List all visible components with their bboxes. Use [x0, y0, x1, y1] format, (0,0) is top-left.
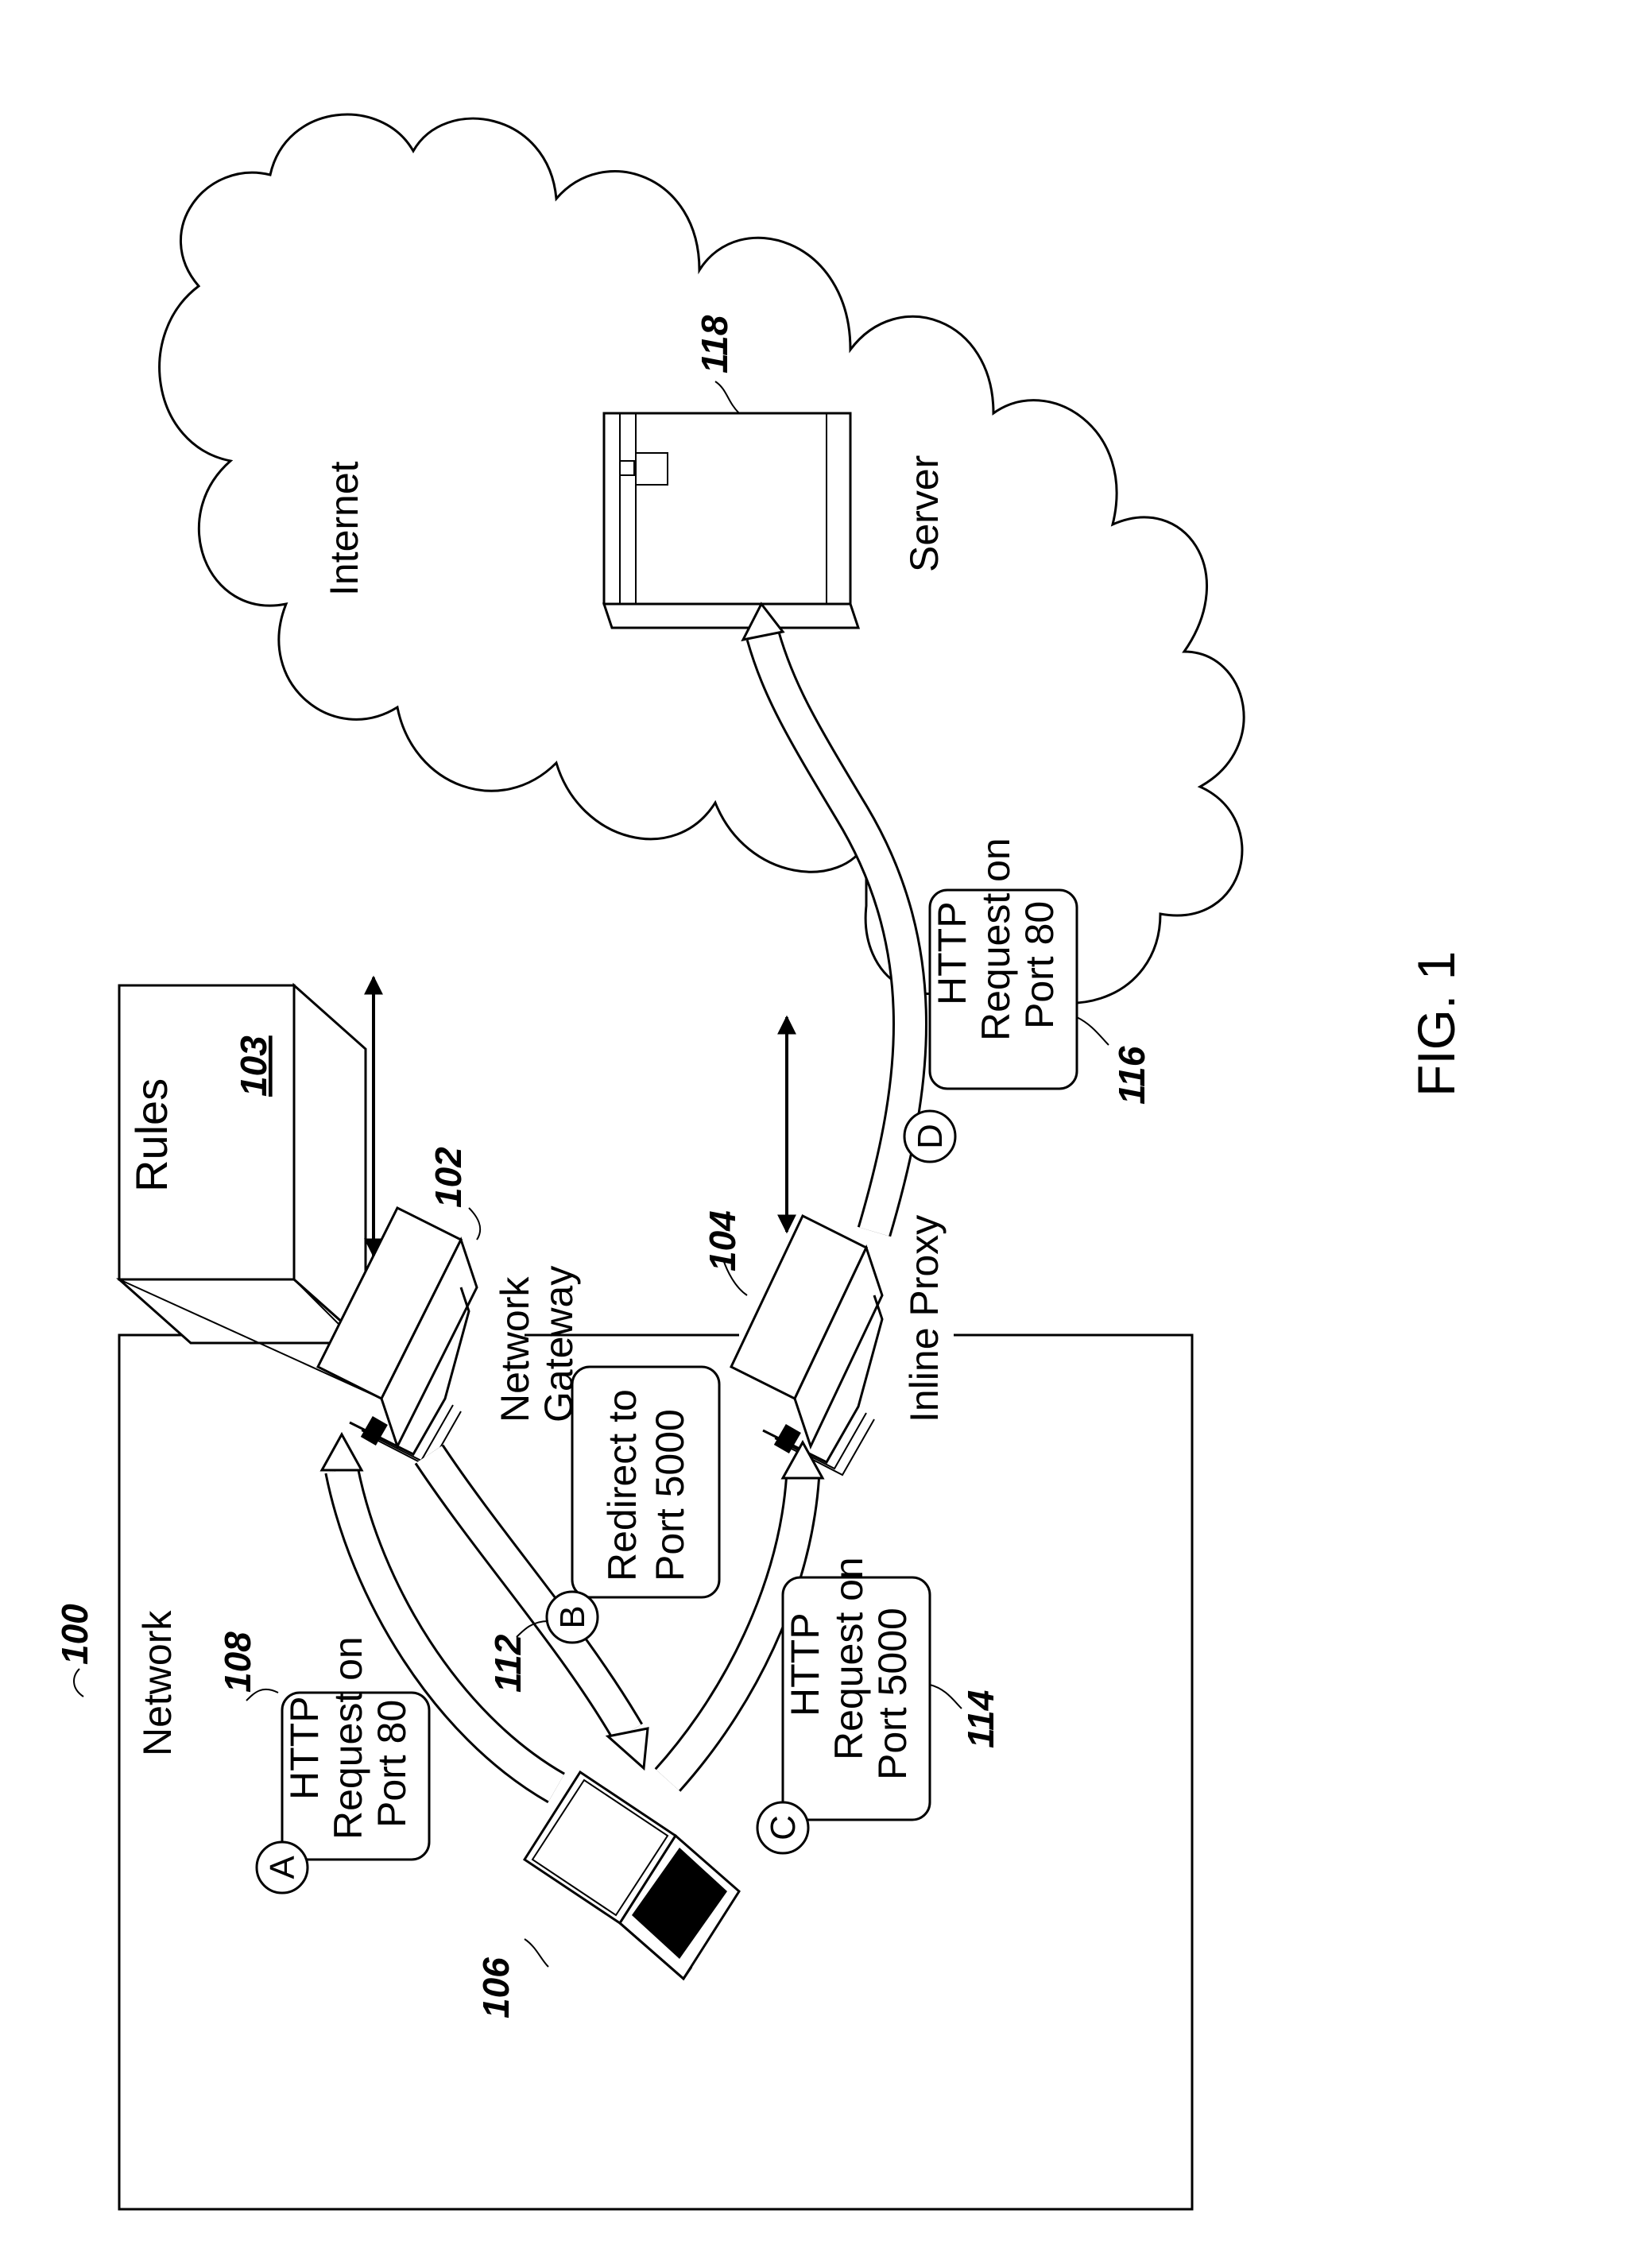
- client-ref: 106: [475, 1957, 517, 2018]
- message-d-line1: HTTP: [930, 901, 974, 1005]
- gateway-ref-leader: [469, 1208, 480, 1240]
- message-d-ref-leader: [1077, 1017, 1109, 1045]
- message-c-line3: Port 5000: [870, 1608, 915, 1780]
- step-b-label: B: [553, 1605, 592, 1628]
- server-label: Server: [902, 455, 947, 572]
- proxy-ref: 104: [702, 1210, 743, 1271]
- network-ref-leader: [74, 1669, 83, 1697]
- message-c-ref-leader: [930, 1685, 962, 1709]
- client-ref-leader: [525, 1939, 548, 1967]
- server-ref: 118: [694, 315, 735, 373]
- internet-label: Internet: [322, 461, 366, 596]
- message-b-ref: 112: [487, 1634, 528, 1693]
- client-laptop: [525, 1772, 739, 1979]
- message-c-ref: 114: [960, 1690, 1001, 1748]
- rules-label: Rules: [126, 1078, 176, 1192]
- inline-proxy-device: [731, 1216, 882, 1475]
- message-b-line1: Redirect to: [600, 1389, 645, 1581]
- server-device: [604, 413, 858, 628]
- message-a-line1: HTTP: [282, 1696, 327, 1800]
- step-c-label: C: [764, 1815, 803, 1840]
- rules-ref: 103: [233, 1035, 274, 1097]
- message-a-line2: Request on: [326, 1636, 370, 1840]
- message-b-box: [572, 1367, 719, 1597]
- figure-caption: FIG. 1: [1407, 951, 1465, 1097]
- inline-proxy-label: Inline Proxy: [902, 1215, 947, 1422]
- gateway-label-1: Network: [493, 1276, 537, 1422]
- step-a-label: A: [263, 1856, 302, 1879]
- network-label: Network: [135, 1610, 180, 1756]
- message-d-line2: Request on: [974, 838, 1018, 1041]
- message-b-line2: Port 5000: [648, 1409, 692, 1581]
- message-c-line1: HTTP: [783, 1612, 827, 1716]
- message-a-ref: 108: [217, 1631, 258, 1693]
- message-d-ref: 116: [1111, 1046, 1152, 1105]
- message-a-line3: Port 80: [370, 1700, 414, 1828]
- network-ref: 100: [54, 1604, 95, 1665]
- step-d-label: D: [911, 1124, 950, 1149]
- message-c-line2: Request on: [827, 1557, 871, 1760]
- message-d-line3: Port 80: [1017, 901, 1062, 1029]
- gateway-ref: 102: [428, 1147, 469, 1208]
